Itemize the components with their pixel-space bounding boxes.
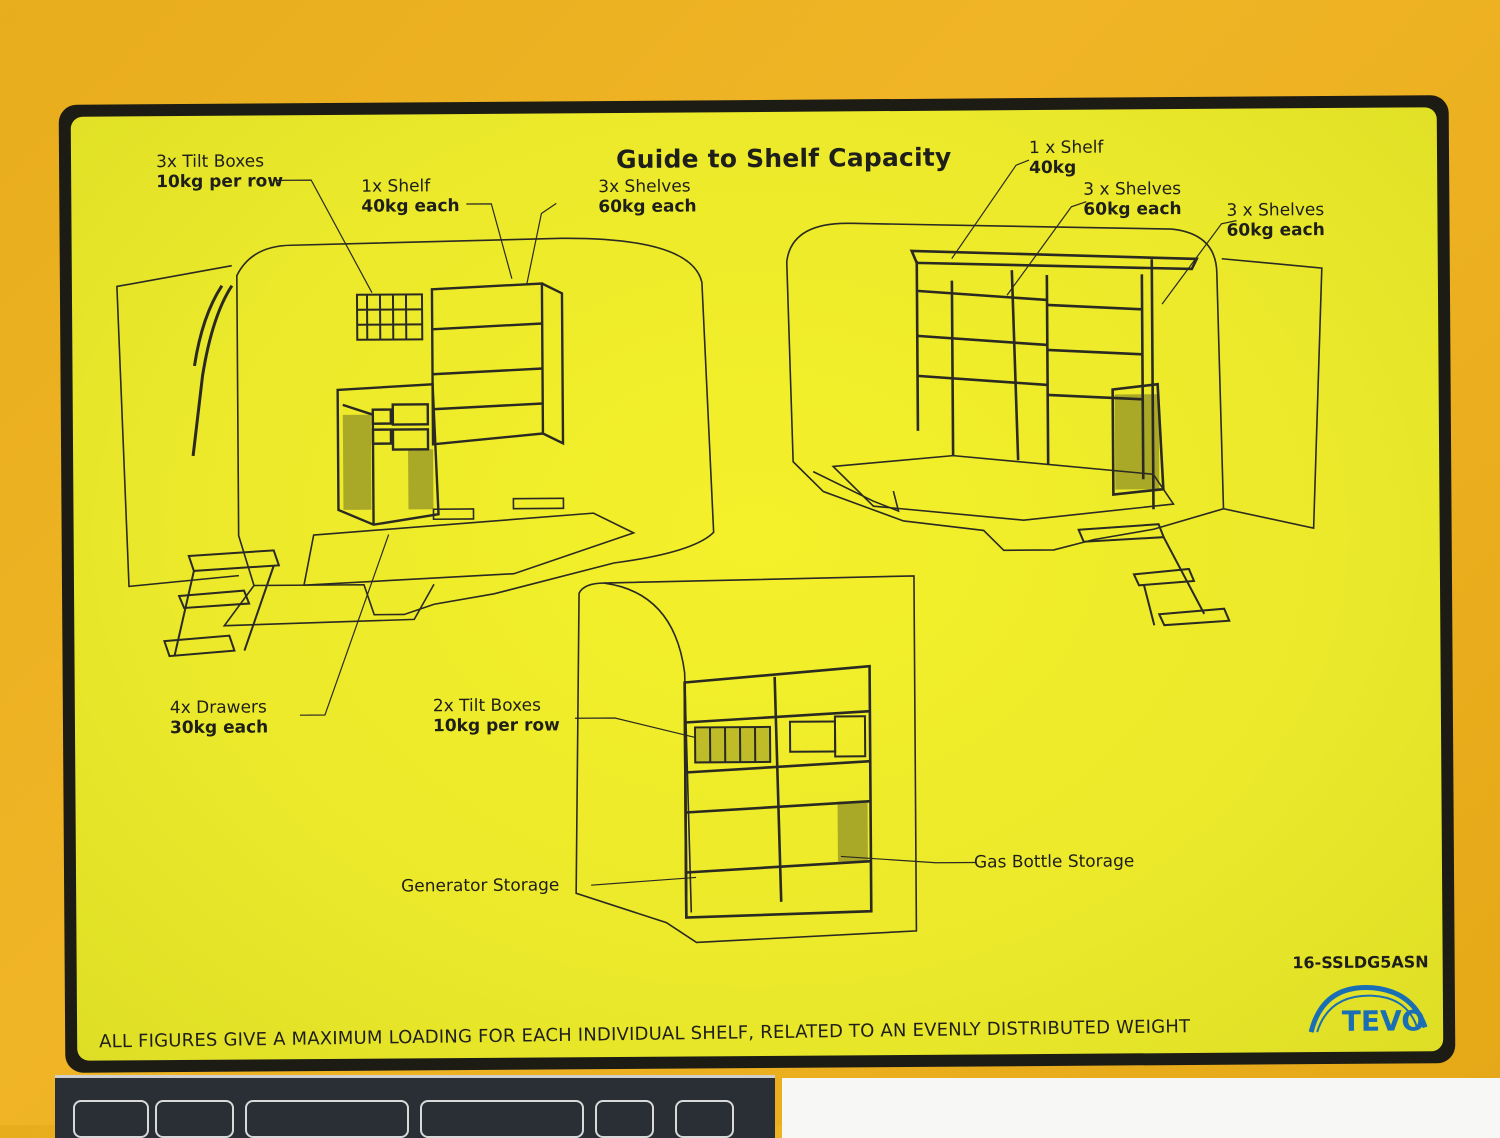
label-tilt-boxes-3: 3x Tilt Boxes 10kg per row [155, 151, 284, 193]
weight-chip [595, 1100, 654, 1138]
left-van-drawing [116, 179, 715, 716]
weight-chip [155, 1100, 234, 1138]
weight-chip [420, 1100, 584, 1138]
right-van-drawing [785, 159, 1323, 627]
bottom-van-drawing [574, 575, 976, 944]
label-gas-bottle-storage: Gas Bottle Storage [973, 851, 1135, 873]
sign-panel: Guide to Shelf Capacity 3x Tilt Boxes 10… [70, 107, 1444, 1061]
label-generator-storage: Generator Storage [401, 875, 560, 897]
logo-arc-icon [1308, 984, 1428, 1033]
label-shelves-3-right: 3 x Shelves 60kg each [1226, 200, 1325, 241]
product-code: 16-SSLDG5ASN [1292, 952, 1429, 973]
weight-chip [245, 1100, 409, 1138]
label-drawers-4: 4x Drawers 30kg each [169, 697, 269, 739]
shelf-capacity-sign: Guide to Shelf Capacity 3x Tilt Boxes 10… [58, 95, 1456, 1073]
bottom-weight-strip [55, 1075, 775, 1138]
white-card-corner [782, 1078, 1500, 1138]
logo-text: TEVO [1341, 1004, 1426, 1038]
tevo-logo: TEVO [1293, 979, 1431, 1038]
label-shelves-3-mid: 3 x Shelves 60kg each [1083, 179, 1182, 220]
label-shelf-1-right: 1 x Shelf 40kg [1028, 137, 1104, 179]
label-shelf-1-left: 1x Shelf 40kg each [361, 176, 460, 217]
label-shelves-3-left: 3x Shelves 60kg each [598, 176, 697, 218]
weight-chip [73, 1100, 149, 1138]
weight-chip [675, 1100, 734, 1138]
sign-title: Guide to Shelf Capacity [615, 142, 952, 174]
label-tilt-boxes-2: 2x Tilt Boxes 10kg per row [432, 695, 560, 737]
van-racking-illustrations [116, 159, 1323, 944]
